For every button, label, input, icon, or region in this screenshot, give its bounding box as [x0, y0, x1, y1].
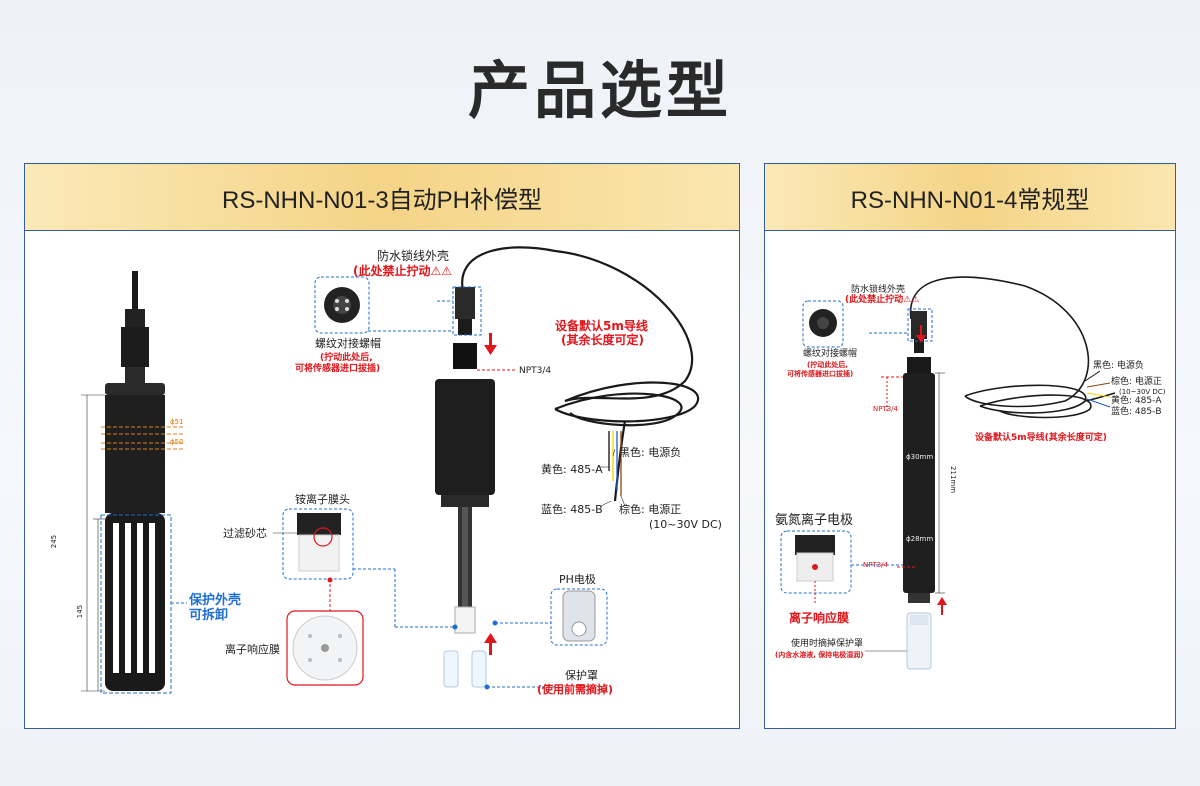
brown-range: (10~30V DC) — [649, 518, 722, 531]
ion-head-label: 铵离子膜头 — [295, 493, 350, 506]
thread-cap-right: 螺纹对接螺帽 — [803, 349, 858, 359]
wire-leaders — [600, 448, 626, 507]
cable-note-1: 设备默认5m导线 — [555, 319, 648, 333]
cover-line-2-right: (内含水溶液, 保持电极湿润) — [775, 651, 864, 659]
diameter-lines — [101, 426, 185, 450]
warning-icon: ⚠⚠ — [903, 295, 920, 305]
cable-note-2: (其余长度可定) — [561, 333, 644, 347]
arrow-up-icon — [937, 597, 947, 615]
thread-note-1: (拧动此处后, — [320, 353, 373, 363]
cable — [461, 246, 699, 502]
dim-145: 145 — [76, 604, 85, 619]
membrane-label: 离子响应膜 — [225, 643, 280, 656]
brown-wire-right: 棕色: 电源正 — [1111, 377, 1162, 387]
dim-d28-right: ϕ28mm — [906, 535, 934, 543]
thread-note-1-right: (拧动此处后, — [807, 361, 848, 369]
thread-cap-label: 螺纹对接螺帽 — [315, 337, 381, 350]
arrow-down-icon — [484, 333, 497, 355]
cable-right — [909, 276, 1116, 419]
cover-cup — [906, 612, 932, 670]
panel-conventional: RS-NHN-N01-4常规型 — [764, 163, 1176, 729]
black-wire-right: 黑色: 电源负 — [1093, 361, 1144, 371]
waterproof-highlight — [452, 286, 482, 336]
waterproof-title: 防水锁线外壳 — [377, 249, 450, 263]
dim-211-right: 211mm — [949, 466, 958, 494]
sensor-diagram-right — [780, 276, 1116, 670]
sensor-right — [903, 311, 935, 603]
arrow-down-icon — [916, 325, 926, 343]
shell-highlight — [100, 514, 172, 694]
warning-icon: ⚠⚠ — [430, 264, 453, 278]
blue-wire: 蓝色: 485-B — [541, 503, 603, 516]
yellow-wire-right: 黄色: 485-A — [1111, 396, 1162, 406]
npt-bottom-right: NPT3/4 — [863, 561, 888, 569]
page-title: 产品选型 — [467, 54, 732, 127]
thread-note-2: 可将传感器进口拔插) — [295, 364, 381, 374]
waterproof-warning-right: (此处禁止拧动⚠⚠ — [845, 295, 920, 305]
sensor-diagram — [81, 246, 699, 694]
assembled-sensor — [105, 271, 165, 691]
panel-auto-ph: RS-NHN-N01-3自动PH补偿型 — [24, 163, 740, 729]
panel-header: RS-NHN-N01-3自动PH补偿型 — [25, 164, 739, 231]
cable-note-right: 设备默认5m导线(其余长度可定) — [975, 433, 1107, 443]
npt-label: NPT3/4 — [519, 366, 552, 376]
dim-d51: ϕ51 — [170, 418, 184, 426]
membrane-right: 离子响应膜 — [789, 611, 850, 625]
yellow-wire: 黄色: 485-A — [541, 463, 603, 476]
arrow-up-icon — [484, 633, 497, 655]
wire-ends-right — [1084, 370, 1111, 408]
panel-body: 防水锁线外壳 (此处禁止拧动⚠⚠ 螺纹对接螺帽 (拧动此处后, 可将传感器进口拔… — [765, 231, 1175, 729]
ph-electrode-label: PH电极 — [559, 573, 596, 586]
panel-body: ϕ51 ϕ50 245 145 保护外壳 可拆卸 防水锁线外壳 (此处禁止拧动⚠… — [25, 231, 739, 729]
shell-label-2: 可拆卸 — [189, 608, 229, 623]
black-wire: 黑色: 电源负 — [619, 446, 682, 459]
npt-top-right: NPT3/4 — [873, 405, 898, 413]
dim-d30-right: ϕ30mm — [906, 453, 934, 461]
brown-range-right: (10~30V DC) — [1119, 388, 1166, 396]
filter-label: 过滤砂芯 — [223, 527, 267, 540]
cover-note: (使用前需摘掉) — [537, 683, 614, 696]
thread-note-2-right: 可将传感器进口拔插) — [787, 370, 854, 378]
electrode-title-right: 氨氮离子电极 — [775, 513, 854, 528]
blue-wire-right: 蓝色: 485-B — [1111, 407, 1162, 417]
waterproof-warning: (此处禁止拧动⚠⚠ — [353, 264, 453, 278]
waterproof-title-right: 防水锁线外壳 — [851, 285, 906, 295]
dim-245: 245 — [50, 534, 59, 549]
shell-label-1: 保护外壳 — [189, 593, 242, 608]
exploded-sensor — [435, 287, 495, 688]
dim-d50: ϕ50 — [170, 438, 184, 446]
cover-label: 保护罩 — [565, 669, 598, 682]
cover-line-1-right: 使用时摘掉保护罩 — [791, 639, 864, 649]
brown-wire: 棕色: 电源正 — [619, 503, 682, 516]
panel-header: RS-NHN-N01-4常规型 — [765, 164, 1175, 231]
